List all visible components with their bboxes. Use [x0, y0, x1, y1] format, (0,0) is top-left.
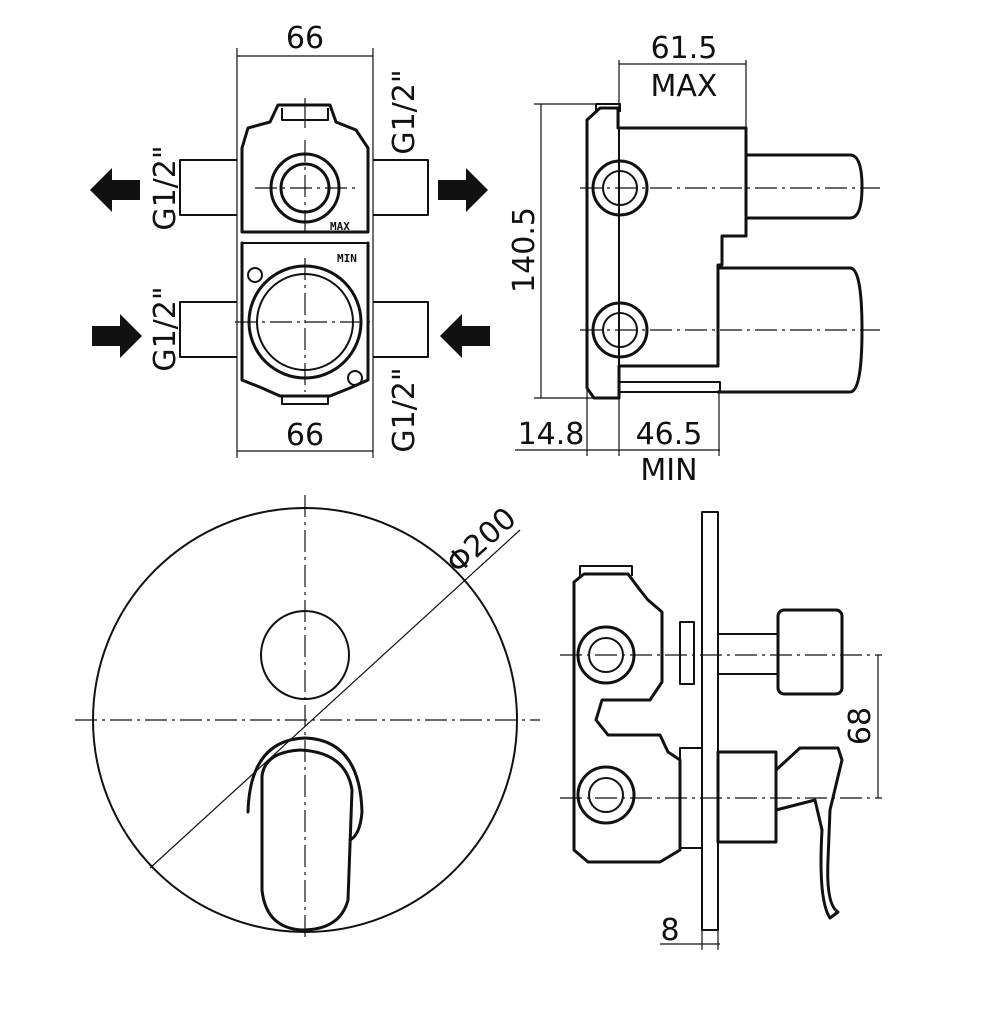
side-view: 61.5 MAX 140.5 14.8 46.5 MIN: [507, 31, 880, 488]
min-label: MIN: [640, 453, 697, 488]
thread-left-top: G1/2": [148, 145, 183, 230]
upper-cylinder: [744, 153, 864, 220]
knob-stem: [717, 633, 779, 675]
arrow-out-right-icon: [438, 168, 488, 212]
min-depth-label: 46.5: [636, 417, 703, 452]
side-top-nut: [595, 103, 621, 112]
thread-right-top: G1/2": [387, 69, 422, 154]
assembly-body: [572, 572, 682, 864]
thread-left-bottom: G1/2": [148, 286, 183, 371]
diverter-knob-side: [776, 608, 844, 696]
port-stub-right-top: [373, 159, 429, 216]
assembly-port-bottom: [576, 765, 636, 825]
screw-left: [247, 267, 263, 283]
port-stub-left-bottom: [179, 301, 237, 358]
assembly-top-nut: [579, 565, 633, 576]
spacing-label: 68: [843, 707, 878, 745]
port-stub-right-bottom: [373, 301, 429, 358]
body-lower: [240, 241, 370, 398]
handle-body: [716, 750, 778, 844]
side-body: [585, 106, 748, 400]
offset-label: 14.8: [518, 417, 585, 452]
plate-thickness-label: 8: [660, 913, 679, 948]
assembly-side-view: 8 68: [560, 511, 882, 950]
bottom-nut: [281, 396, 329, 405]
plate-edge: [701, 511, 719, 931]
arrow-in-right-icon: [440, 314, 490, 358]
max-mark: MAX: [330, 220, 350, 233]
max-depth-label: 61.5: [651, 31, 718, 66]
thread-right-bottom: G1/2": [387, 367, 422, 452]
diverter-knob: [260, 610, 350, 700]
arrow-in-left-icon: [92, 314, 142, 358]
plate-diameter-label: Φ200: [440, 501, 524, 581]
max-label: MAX: [651, 69, 718, 104]
top-width-label: 66: [286, 21, 324, 56]
front-view: 66 66 MAX MIN G1/2" G1/2": [90, 21, 490, 458]
cover-plate-view: Φ200: [75, 495, 540, 940]
port-stub-left-top: [179, 159, 237, 216]
lever-handle: [260, 748, 354, 932]
assembly-port-bottom-inner: [588, 777, 624, 813]
min-mark: MIN: [337, 252, 357, 265]
lever-base: [246, 736, 364, 842]
height-label: 140.5: [507, 207, 542, 293]
screw-right: [347, 370, 363, 386]
lever-side: [774, 746, 844, 920]
upper-spindle-nut: [679, 621, 695, 685]
side-base: [619, 381, 721, 393]
arrow-out-left-icon: [90, 168, 140, 212]
body-upper: [240, 103, 370, 234]
bottom-width-label: 66: [286, 418, 324, 453]
